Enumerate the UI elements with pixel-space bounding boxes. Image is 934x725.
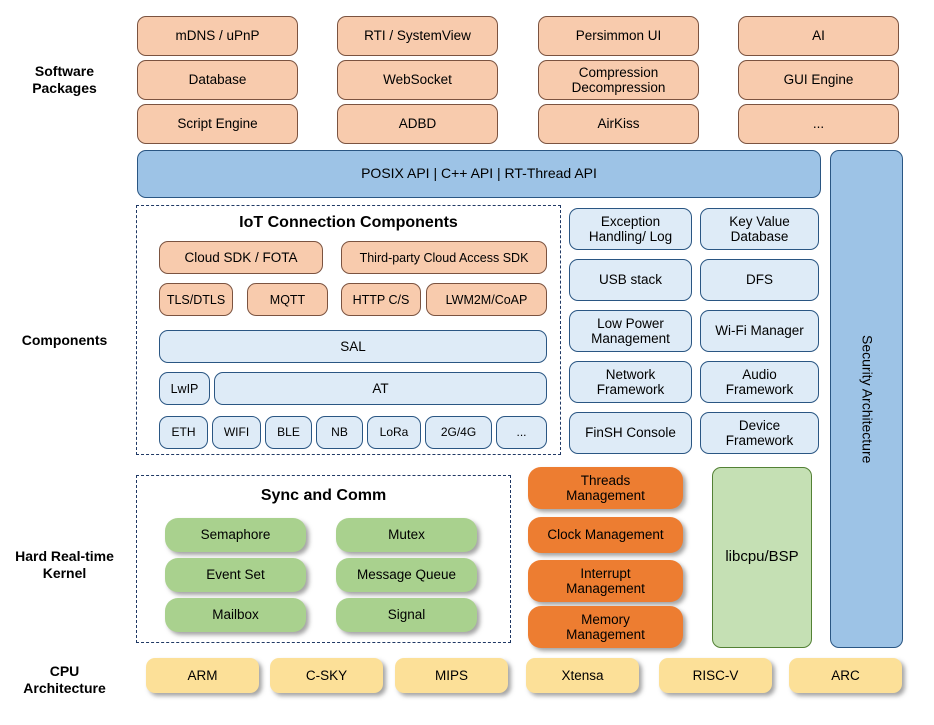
- component-box[interactable]: Wi-Fi Manager: [700, 310, 819, 352]
- package-box[interactable]: RTI / SystemView: [337, 16, 498, 56]
- iot-link-box[interactable]: ...: [496, 416, 547, 449]
- kernel-ipc-box[interactable]: Mailbox: [165, 598, 306, 632]
- kernel-ipc-box[interactable]: Signal: [336, 598, 477, 632]
- package-box[interactable]: Database: [137, 60, 298, 100]
- iot-box[interactable]: Cloud SDK / FOTA: [159, 241, 323, 274]
- package-box[interactable]: ...: [738, 104, 899, 144]
- kernel-ipc-box[interactable]: Event Set: [165, 558, 306, 592]
- iot-box[interactable]: TLS/DTLS: [159, 283, 233, 316]
- api-bar[interactable]: POSIX API | C++ API | RT-Thread API: [137, 150, 821, 198]
- package-box[interactable]: Persimmon UI: [538, 16, 699, 56]
- section-label-software-packages: Software Packages: [32, 62, 97, 97]
- iot-link-box[interactable]: 2G/4G: [425, 416, 492, 449]
- component-box[interactable]: USB stack: [569, 259, 692, 301]
- libcpu-bsp-box[interactable]: libcpu/BSP: [712, 467, 812, 648]
- component-box[interactable]: Low Power Management: [569, 310, 692, 352]
- iot-box[interactable]: LwIP: [159, 372, 210, 405]
- package-box[interactable]: WebSocket: [337, 60, 498, 100]
- iot-link-box[interactable]: NB: [316, 416, 363, 449]
- kernel-management-box[interactable]: Clock Management: [528, 517, 683, 553]
- cpu-arch-box[interactable]: Xtensa: [526, 658, 639, 693]
- component-box[interactable]: Audio Framework: [700, 361, 819, 403]
- cpu-arch-box[interactable]: MIPS: [395, 658, 508, 693]
- cpu-arch-box[interactable]: C-SKY: [270, 658, 383, 693]
- package-box[interactable]: Compression Decompression: [538, 60, 699, 100]
- package-box[interactable]: ADBD: [337, 104, 498, 144]
- kernel-management-box[interactable]: Memory Management: [528, 606, 683, 648]
- component-box[interactable]: Key Value Database: [700, 208, 819, 250]
- component-box[interactable]: DFS: [700, 259, 819, 301]
- iot-link-box[interactable]: WIFI: [212, 416, 261, 449]
- section-label-kernel: Hard Real-time Kernel: [15, 547, 114, 582]
- kernel-ipc-box[interactable]: Message Queue: [336, 558, 477, 592]
- cpu-arch-box[interactable]: RISC-V: [659, 658, 772, 693]
- security-architecture-bar[interactable]: Security Architecture: [830, 150, 903, 648]
- component-box[interactable]: FinSH Console: [569, 412, 692, 454]
- iot-box[interactable]: MQTT: [247, 283, 328, 316]
- iot-link-box[interactable]: ETH: [159, 416, 208, 449]
- kernel-management-box[interactable]: Interrupt Management: [528, 560, 683, 602]
- section-label-cpu-architecture: CPU Architecture: [23, 662, 106, 697]
- component-box[interactable]: Network Framework: [569, 361, 692, 403]
- iot-box[interactable]: AT: [214, 372, 547, 405]
- cpu-arch-box[interactable]: ARC: [789, 658, 902, 693]
- iot-group-title: IoT Connection Components: [239, 214, 458, 231]
- sync-comm-title: Sync and Comm: [260, 487, 387, 504]
- cpu-arch-box[interactable]: ARM: [146, 658, 259, 693]
- package-box[interactable]: AI: [738, 16, 899, 56]
- package-box[interactable]: Script Engine: [137, 104, 298, 144]
- iot-link-box[interactable]: BLE: [265, 416, 312, 449]
- iot-sal-box[interactable]: SAL: [159, 330, 547, 363]
- component-box[interactable]: Exception Handling/ Log: [569, 208, 692, 250]
- package-box[interactable]: AirKiss: [538, 104, 699, 144]
- iot-link-box[interactable]: LoRa: [367, 416, 421, 449]
- component-box[interactable]: Device Framework: [700, 412, 819, 454]
- iot-box[interactable]: Third-party Cloud Access SDK: [341, 241, 547, 274]
- kernel-management-box[interactable]: Threads Management: [528, 467, 683, 509]
- package-box[interactable]: mDNS / uPnP: [137, 16, 298, 56]
- kernel-ipc-box[interactable]: Semaphore: [165, 518, 306, 552]
- package-box[interactable]: GUI Engine: [738, 60, 899, 100]
- kernel-ipc-box[interactable]: Mutex: [336, 518, 477, 552]
- section-label-components: Components: [21, 332, 108, 349]
- iot-box[interactable]: HTTP C/S: [341, 283, 421, 316]
- iot-box[interactable]: LWM2M/CoAP: [426, 283, 547, 316]
